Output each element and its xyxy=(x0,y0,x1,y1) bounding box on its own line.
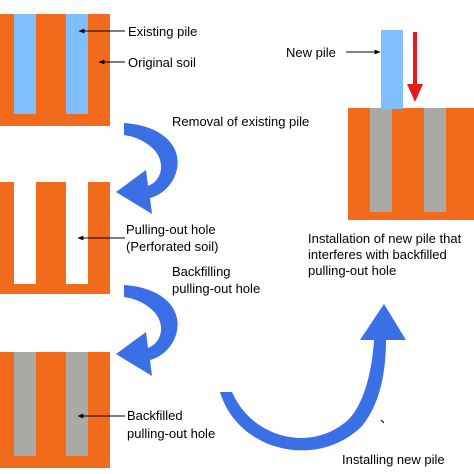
stage1-soil-block xyxy=(0,14,110,126)
existing-pile-label: Existing pile xyxy=(128,24,197,39)
stage3-backfill-right xyxy=(66,352,88,456)
driving-arrow-shaft xyxy=(413,32,417,86)
pulling-out-hole-label-line2: (Perforated soil) xyxy=(126,239,218,254)
stage2-soil-block xyxy=(0,182,110,294)
removal-curved-arrow xyxy=(116,123,178,214)
stage1-existing-pile-left xyxy=(14,14,36,114)
driving-direction-arrow xyxy=(407,32,423,102)
backfilling-curved-arrow xyxy=(116,285,178,376)
new-pile-label: New pile xyxy=(286,45,336,60)
installing-curved-arrow xyxy=(220,304,406,451)
stage2-hole-left xyxy=(14,182,36,284)
pulling-out-hole-label-line1: Pulling-out hole xyxy=(126,222,216,237)
installation-caption-line2: interferes with backfilled xyxy=(308,247,447,262)
stage2-hole-right xyxy=(66,182,88,284)
installing-step-label: Installing new pile xyxy=(342,452,445,467)
stage4-backfill-right xyxy=(424,108,446,212)
driving-arrow-head xyxy=(407,84,423,102)
stage1-existing-pile-right xyxy=(66,14,88,114)
stage3-backfill-left xyxy=(14,352,36,456)
original-soil-label: Original soil xyxy=(128,55,196,70)
installation-caption-line1: Installation of new pile that xyxy=(308,231,462,246)
stage4-new-pile xyxy=(381,30,403,109)
removal-step-label: Removal of existing pile xyxy=(172,114,309,129)
backfilling-step-label-line2: pulling-out hole xyxy=(172,281,260,296)
stage4-soil xyxy=(348,108,474,220)
stage4-soil-block xyxy=(348,30,474,220)
stage3-soil-block xyxy=(0,352,110,468)
stage4-backfill-left xyxy=(370,108,392,212)
backfilled-label-line1: Backfilled xyxy=(127,408,183,423)
installing-arrow-tick xyxy=(380,419,385,424)
installation-caption-line3: pulling-out hole xyxy=(308,263,396,278)
backfilling-step-label-line1: Backfilling xyxy=(172,264,231,279)
backfilled-label-line2: pulling-out hole xyxy=(127,426,215,441)
